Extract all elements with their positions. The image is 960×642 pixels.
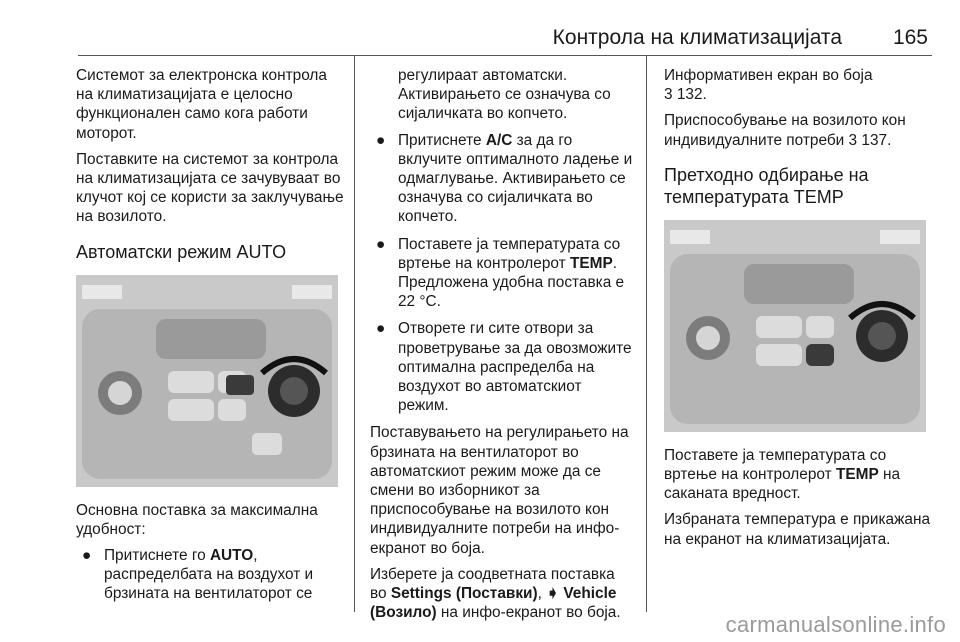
column-divider — [646, 56, 647, 612]
section-heading: Автоматски режим AUTO — [76, 241, 287, 262]
climate-control-photo-temp — [664, 219, 926, 432]
bullet-text: . Предложена удобна поставка е 22 °C. — [398, 254, 625, 311]
paragraph: Приспособување на возилото кон индивидуа… — [664, 111, 932, 149]
paragraph-text: Поставете ја температурата со вртење на … — [664, 446, 887, 484]
page-header: Контрола на климатизацијата 165 — [0, 0, 960, 56]
column-1: Системот за електронска контрола на клим… — [76, 66, 348, 612]
arrow-icon: ➧ — [546, 585, 560, 603]
bullet-item: ● Поставете ја температурата со вртење н… — [370, 235, 634, 312]
bullet-icon: ● — [82, 547, 92, 565]
page-reference[interactable]: 137. — [861, 131, 892, 149]
control-label: A/C — [485, 131, 513, 149]
bullet-text: , распределбата на воздухот и брзината н… — [104, 547, 314, 603]
paragraph-text: Приспособување на возилото кон индивидуа… — [664, 112, 906, 149]
paragraph: Изберете ја соодветната поставка во Sett… — [370, 565, 634, 623]
reference-icon: 3 — [848, 131, 858, 149]
control-label: AUTO — [209, 547, 254, 565]
watermark: carmanualsonline.info — [725, 612, 946, 637]
page-title: Контрола на климатизацијата — [552, 26, 842, 49]
bullet-text: Отворете ги сите отвори за проветрување … — [398, 320, 632, 415]
bullet-icon: ● — [376, 235, 386, 253]
column-2: регулираат автоматски. Активирањето се о… — [370, 66, 634, 629]
bullet-text: за да го вклучите оптималното ладење и о… — [398, 131, 633, 226]
control-label: TEMP — [569, 254, 613, 272]
climate-control-photo-auto — [76, 274, 338, 487]
page-number: 165 — [892, 26, 928, 49]
paragraph: Информативен екран во боја 3 132. — [664, 66, 932, 104]
bullet-item: ● Отворете ги сите отвори за проветрувањ… — [370, 319, 634, 415]
paragraph-text: Информативен екран во боја — [664, 67, 873, 84]
paragraph: Основна поставка за максимална удобност: — [76, 501, 318, 538]
paragraph-text: на саканата вредност. — [664, 466, 901, 503]
paragraph: Поставките на системот за контрола на кл… — [76, 150, 344, 226]
reference-icon: 3 — [664, 86, 673, 104]
bullet-icon: ● — [376, 131, 386, 149]
bullet-text: Поставете ја температурата со вртење на … — [398, 235, 621, 272]
bullet-item: ● Притиснете A/C за да го вклучите оптим… — [370, 131, 634, 227]
paragraph-text: на инфо-екранот во боја. — [436, 604, 621, 622]
separator: , — [537, 585, 547, 603]
bullet-continuation: регулираат автоматски. Активирањето се о… — [398, 67, 611, 123]
menu-label: Settings (Поставки) — [390, 585, 538, 603]
bullet-item: ● Притиснете го AUTO, распределбата на в… — [76, 546, 348, 604]
paragraph-text: Изберете ја соодветната поставка во — [370, 565, 615, 603]
page-reference[interactable]: 132. — [676, 86, 707, 104]
control-label: TEMP — [835, 466, 879, 484]
paragraph: Поставете ја температурата со вртење на … — [664, 446, 932, 504]
column-divider — [354, 56, 355, 612]
menu-label: Vehicle (Возило) — [370, 585, 617, 622]
bullet-text: Притиснете — [398, 131, 486, 149]
paragraph: Поставувањето на регулирањето на брзинат… — [370, 424, 629, 557]
section-heading: Претходно одбирање на температурата TEMP — [664, 164, 869, 207]
bullet-icon: ● — [376, 320, 386, 338]
paragraph: Избраната температура е прикажана на екр… — [664, 511, 931, 548]
paragraph: Системот за електронска контрола на клим… — [76, 67, 327, 142]
bullet-text: Притиснете го — [104, 547, 210, 565]
column-3: Информативен екран во боја 3 132. Приспос… — [664, 66, 932, 556]
header-rule — [78, 55, 932, 56]
